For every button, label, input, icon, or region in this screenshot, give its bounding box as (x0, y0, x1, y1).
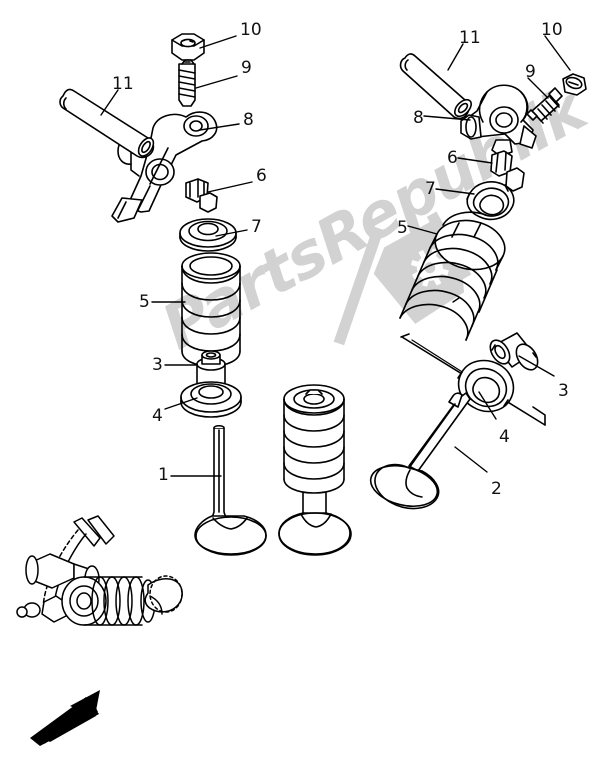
callout-7-right: 7 (425, 179, 436, 199)
part-intake-valve-left (194, 424, 267, 556)
part-nut-right (562, 73, 587, 96)
part-retainer-right (466, 181, 515, 221)
callout-11-left: 11 (112, 74, 134, 94)
callout-3-right: 3 (558, 381, 569, 401)
part-valve-spring-right (399, 211, 506, 341)
callout-5-left: 5 (139, 292, 150, 312)
orientation-arrow (30, 690, 100, 746)
callout-10-left: 10 (240, 20, 262, 40)
callout-4-left: 4 (152, 406, 163, 426)
part-cotter-right (490, 150, 525, 192)
callout-1-left: 1 (158, 465, 169, 485)
callout-5-right: 5 (397, 218, 408, 238)
part-rocker-arm-right (460, 84, 537, 157)
callout-9-right: 9 (525, 62, 536, 82)
callout-3-left: 3 (152, 355, 163, 375)
callout-7-left: 7 (251, 217, 262, 237)
callout-6-right: 6 (447, 148, 458, 168)
callout-leaders (100, 35, 571, 477)
assembled-valve-center (278, 384, 352, 556)
part-retainer-left (179, 218, 237, 252)
part-valve-seal-right (457, 359, 515, 413)
callout-10-right: 10 (541, 20, 563, 40)
callout-6-left: 6 (256, 166, 267, 186)
callout-2-right: 2 (491, 479, 502, 499)
callout-9-left: 9 (241, 58, 252, 78)
part-rocker-shaft-right (399, 53, 472, 120)
part-valve-seal-left (180, 381, 242, 418)
callout-8-right: 8 (413, 108, 424, 128)
part-nut-left (171, 33, 205, 61)
part-adjuster-screw-right (526, 87, 563, 124)
part-cotter-left (185, 178, 218, 213)
callout-8-left: 8 (243, 110, 254, 130)
part-valve-spring-left (181, 252, 241, 367)
part-rocker-shaft-left (59, 88, 155, 159)
callout-4-right: 4 (499, 427, 510, 447)
part-adjuster-screw-left (178, 59, 196, 107)
part-exhaust-valve-right (369, 392, 471, 510)
reference-assembly-bottom-left (16, 515, 183, 626)
callout-11-right: 11 (459, 28, 481, 48)
